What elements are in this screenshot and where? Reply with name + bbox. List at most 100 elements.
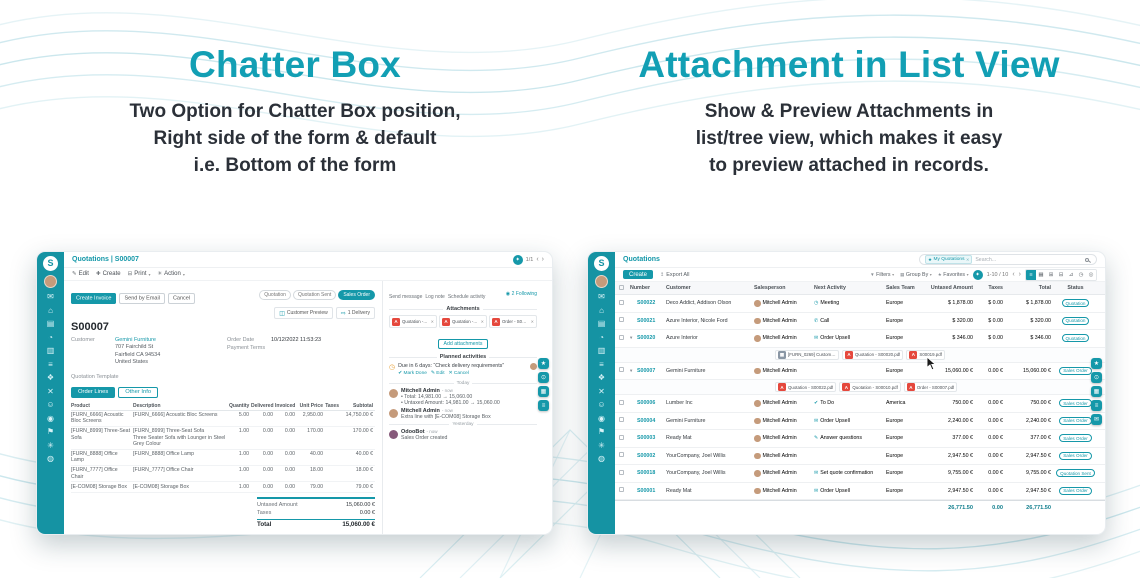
globe-icon[interactable]: ◍ [598,454,605,463]
following-button[interactable]: Following [515,291,537,297]
create-button[interactable]: Create [623,270,654,279]
column-header-customer[interactable]: Customer [666,285,691,291]
row-checkbox[interactable] [619,469,630,477]
column-header-untaxed-amount[interactable]: Untaxed Amount [930,285,973,291]
chatter-action-send-message[interactable]: Send message [389,294,423,300]
row-checkbox[interactable] [619,399,630,407]
checkbox[interactable] [619,487,624,493]
row-checkbox[interactable] [619,434,630,442]
app-logo-icon[interactable]: S [594,256,609,271]
column-header-next-activity[interactable]: Next Activity [814,285,846,291]
row-checkbox[interactable] [619,334,630,342]
followers-icon[interactable]: ◉ [505,291,511,297]
checkbox[interactable] [619,399,624,405]
team-icon[interactable]: ☺ [46,400,55,409]
theme-settings-button[interactable]: ✦ [512,254,523,265]
attachment-chip[interactable]: ▦[FURN_0269] Customiz... [775,349,839,360]
cancel-activity-button[interactable]: ✕ Cancel [448,371,469,376]
column-header-quantity[interactable]: Quantity [229,402,250,409]
breadcrumb[interactable]: Quotations [623,256,660,263]
create-invoice-button[interactable]: Create Invoice [71,292,117,304]
bar-chart-icon[interactable]: ▥ [597,346,606,355]
checkbox[interactable] [619,284,624,290]
mark-done-button[interactable]: ✔ Mark Done [398,371,427,376]
map-view-icon[interactable]: ◎ [1086,269,1096,280]
customer-name[interactable]: Gemini Furniture [115,337,156,343]
send-by-email-button[interactable]: Send by Email [119,292,165,304]
favorites-menu[interactable]: ★Favorites▾ [938,272,969,278]
pager-prev-icon[interactable]: ‹ [536,256,539,263]
row-checkbox[interactable] [619,299,630,307]
list-icon[interactable]: ≡ [599,359,604,369]
user-icon[interactable]: ◉ [47,413,54,423]
checkbox[interactable] [619,452,624,458]
remove-facet-icon[interactable]: ✕ [965,257,970,262]
column-header-unit-price[interactable]: Unit Price [299,402,323,409]
pivot-view-icon[interactable]: ⊟ [1056,269,1066,280]
attachments-title[interactable]: Attachments [446,306,480,312]
column-header-number[interactable]: Number [630,285,651,291]
add-attachments-button[interactable]: Add attachments [437,339,489,349]
column-header-taxes[interactable]: Taxes [325,402,339,409]
checkbox[interactable] [619,334,624,340]
customer-preview-button[interactable]: ◫Customer Preview [274,307,333,319]
user-icon[interactable]: ◉ [598,413,605,423]
edit-activity-button[interactable]: ✎ Edit [430,371,445,376]
bar-chart-icon[interactable]: ▥ [46,346,55,355]
planned-activities-title[interactable]: Planned activities [439,354,487,360]
search-widget-icon[interactable]: ⊙ [1091,372,1102,383]
row-checkbox[interactable] [619,452,630,459]
select-all-checkbox[interactable] [619,284,630,292]
row-checkbox[interactable] [619,317,630,324]
order-line-row[interactable]: [FURN_6666] Acoustic Bloc Screens[FURN_6… [71,411,375,427]
remove-attachment-icon[interactable]: ✕ [480,319,484,324]
followers-count[interactable]: 2 [511,291,515,297]
flag-icon[interactable]: ⚑ [597,427,606,436]
checkbox[interactable] [619,367,624,373]
search-facet[interactable]: ★ My Quotations ✕ [925,255,973,264]
chatter-action-schedule-activity[interactable]: Schedule activity [447,294,486,300]
pie-chart-icon[interactable]: ◔ [48,332,53,342]
chat-icon[interactable]: ✉ [47,292,54,301]
chatter-action-log-note[interactable]: Log note [425,294,445,300]
sales-icon[interactable]: ▤ [46,319,55,328]
export-all-button[interactable]: ↥ Export All [660,272,689,278]
user-avatar[interactable] [595,275,608,288]
apps-icon[interactable]: ❖ [597,373,606,382]
order-date-value[interactable]: 10/12/2022 11:53:23 [271,337,322,343]
stage-quotation-sent[interactable]: Quotation Sent [292,290,337,300]
row-checkbox[interactable] [619,417,630,424]
settings-icon[interactable]: ✳ [598,440,605,450]
menu-widget-icon[interactable]: ≡ [1091,400,1102,411]
column-header-subtotal[interactable]: Subtotal [353,402,373,409]
menu-widget-icon[interactable]: ≡ [538,400,549,411]
settings-icon[interactable]: ✳ [47,440,54,450]
tab-order-lines[interactable]: Order Lines [71,386,116,398]
column-header-salesperson[interactable]: Salesperson [754,285,786,291]
user-avatar[interactable] [44,275,57,288]
stage-sales-order[interactable]: Sales Order [338,290,375,300]
remove-attachment-icon[interactable]: ✕ [430,319,434,324]
team-icon[interactable]: ☺ [597,400,606,409]
search-bar[interactable]: ★ My Quotations ✕ Search... [919,254,1097,265]
row-checkbox[interactable] [619,367,630,374]
column-header-taxes[interactable]: Taxes [988,285,1003,291]
star-widget-icon[interactable]: ★ [538,358,549,369]
column-header-total[interactable]: Total [1038,285,1051,291]
action-menu[interactable]: ✳Action▾ [158,271,185,277]
pie-chart-icon[interactable]: ◔ [599,332,604,342]
pager-prev-icon[interactable]: ‹ [1012,271,1015,278]
delivery-button[interactable]: ⇨1 Delivery [335,307,375,319]
